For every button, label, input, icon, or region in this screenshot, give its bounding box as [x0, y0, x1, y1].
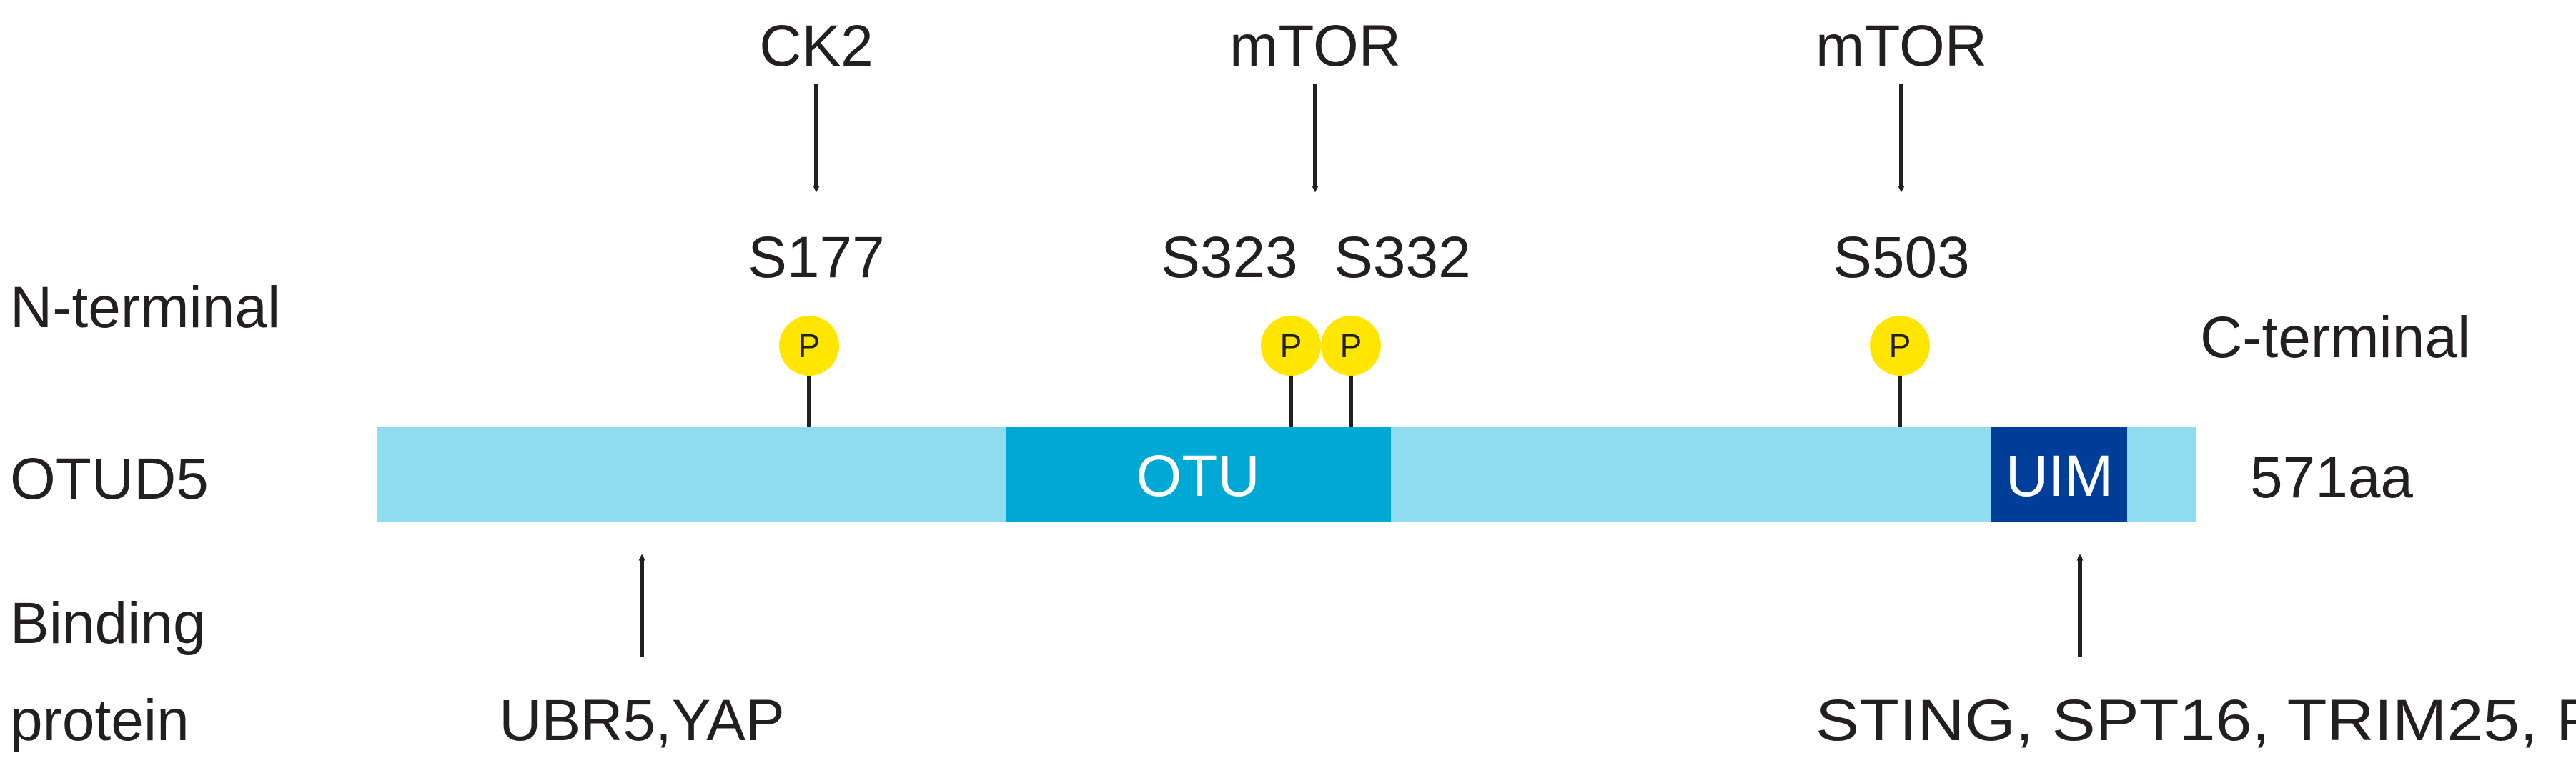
- phospho-label-s503: P: [1889, 327, 1911, 364]
- phospho-label-s323: P: [1280, 327, 1302, 364]
- protein-length-label: 571aa: [2250, 445, 2413, 510]
- binding-label-line1: Binding: [10, 591, 206, 656]
- site-s332-label: S332: [1334, 225, 1471, 290]
- binding-label-line2: protein: [10, 688, 189, 753]
- phospho-marker-s332: P: [1321, 316, 1381, 376]
- protein-name-label: OTUD5: [10, 447, 209, 512]
- n-terminal-label: N-terminal: [10, 275, 280, 340]
- site-s323-label: S323: [1161, 225, 1298, 290]
- phospho-marker-s177: P: [779, 316, 839, 376]
- binding-partners-c: STING, SPT16, TRIM25, P53, PDCD5: [1815, 688, 2576, 753]
- c-terminal-label: C-terminal: [2200, 305, 2470, 370]
- phospho-marker-s323: P: [1261, 316, 1321, 376]
- uim-domain-label: UIM: [2006, 444, 2113, 509]
- kinase-ck2-label: CK2: [759, 14, 873, 79]
- otu-domain-label: OTU: [1136, 444, 1259, 509]
- binding-partners-n: UBR5,YAP: [499, 688, 785, 753]
- kinase-mtor-label-2: mTOR: [1815, 14, 1987, 79]
- site-s177-label: S177: [748, 225, 885, 290]
- phospho-label-s332: P: [1340, 327, 1362, 364]
- phospho-marker-s503: P: [1870, 316, 1930, 376]
- otu-domain: [1006, 427, 1391, 522]
- uim-domain: [1991, 427, 2127, 522]
- kinase-mtor-label-1: mTOR: [1229, 14, 1401, 79]
- phospho-label-s177: P: [798, 327, 821, 364]
- site-s503-label: S503: [1833, 225, 1970, 290]
